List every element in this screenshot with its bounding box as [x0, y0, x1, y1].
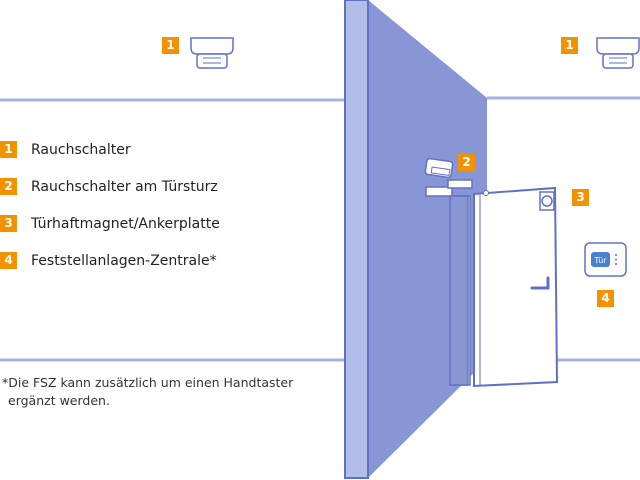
door-jamb: [449, 195, 469, 386]
footnote: *Die FSZ kann zusätzlich um einen Handta…: [2, 374, 302, 410]
smoke-detector-left-icon: [190, 37, 234, 69]
footnote-line-2: ergänzt werden.: [8, 393, 110, 408]
legend-badge: 1: [0, 141, 17, 158]
legend-label: Feststellanlagen-Zentrale*: [31, 253, 217, 269]
wall-front: [344, 0, 369, 479]
central-unit-icon: Tür: [584, 242, 627, 277]
legend-label: Rauchschalter am Türsturz: [31, 179, 218, 195]
legend-label: Türhaftmagnet/Ankerplatte: [31, 216, 220, 232]
magnet-anchor-circle: [541, 195, 553, 207]
badge-lintel-switch: 2: [458, 154, 475, 171]
legend-badge: 3: [0, 215, 17, 232]
central-unit-label: Tür: [593, 256, 607, 265]
legend-label: Rauchschalter: [31, 142, 131, 158]
badge-smoke-left: 1: [162, 37, 179, 54]
footnote-line-1: *Die FSZ kann zusätzlich um einen Handta…: [2, 375, 294, 390]
lintel-smoke-switch-icon: [424, 157, 454, 179]
legend-badge: 2: [0, 178, 17, 195]
door-handle: [530, 276, 550, 290]
door-leaf: [473, 186, 559, 388]
door-hinge-dot: [483, 190, 489, 196]
badge-magnet: 3: [572, 189, 589, 206]
legend-badge: 4: [0, 252, 17, 269]
smoke-detector-right-icon: [596, 37, 640, 69]
door-closer: [447, 179, 473, 189]
badge-central: 4: [597, 290, 614, 307]
badge-smoke-right: 1: [561, 37, 578, 54]
